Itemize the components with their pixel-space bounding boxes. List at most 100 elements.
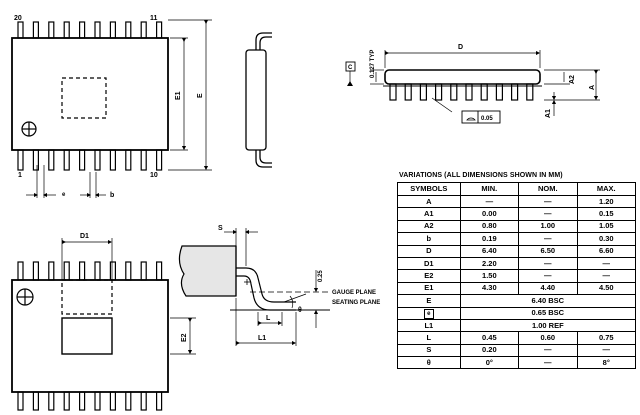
lead — [156, 261, 163, 281]
lead — [109, 391, 117, 411]
min-cell: 1.50 — [459, 269, 520, 283]
max-cell: — — [576, 269, 637, 283]
datum-box — [345, 61, 356, 72]
dim-pitch-label: e — [62, 192, 66, 198]
lead — [63, 21, 70, 39]
pin-1-label: 1 — [18, 172, 22, 179]
nom-cell: — — [518, 269, 578, 283]
dim-a-label: A — [589, 85, 596, 90]
max-cell: 6.60 — [576, 244, 637, 258]
lead — [63, 391, 70, 411]
lead — [140, 149, 147, 171]
top-view-upper-leads — [17, 21, 163, 39]
lead — [125, 391, 132, 411]
symbol-cell: A — [397, 194, 461, 209]
symbol-cell: b — [397, 232, 461, 246]
min-cell: 2.20 — [459, 256, 520, 271]
lead — [48, 21, 55, 39]
nom-cell: 4.40 — [518, 281, 578, 296]
symbol-cell: e — [397, 306, 461, 320]
symbol-cell: A1 — [397, 207, 461, 221]
dim-e-label: E — [197, 93, 204, 98]
dim-s-label: S — [218, 225, 223, 232]
lead — [156, 21, 163, 39]
front-view-body — [384, 69, 541, 85]
top-view — [11, 19, 212, 198]
nom-cell: — — [518, 194, 578, 209]
lead — [156, 149, 163, 171]
top-view-body — [11, 37, 169, 151]
max-cell: 0.75 — [576, 331, 637, 345]
exposed-pad-lower — [61, 317, 113, 355]
header-nom: NOM. — [518, 182, 578, 196]
lead — [63, 149, 70, 171]
lead — [125, 149, 132, 171]
bottom-view-body — [11, 279, 169, 393]
lead — [140, 391, 147, 411]
dim-a2-label: A2 — [569, 75, 576, 84]
coplanarity-value: 0.05 — [481, 116, 493, 122]
header-symbols: SYMBOLS — [397, 182, 461, 196]
symbol-cell: L1 — [397, 318, 461, 333]
boxed-symbol: e — [423, 308, 434, 319]
symbol-cell: θ — [397, 356, 461, 370]
dim-e1-label: E1 — [175, 91, 182, 100]
lead — [32, 261, 40, 281]
max-cell: 0.30 — [576, 232, 637, 246]
top-view-exposed-pad — [61, 77, 107, 119]
table-row: A——1.20 — [397, 194, 637, 209]
coplanarity-box — [461, 110, 501, 124]
lead — [156, 391, 163, 411]
header-max: MAX. — [576, 182, 637, 196]
min-cell: 4.30 — [459, 281, 520, 296]
typ-label: 0.127 TYP — [370, 50, 376, 78]
table-header-row: SYMBOLS MIN. NOM. MAX. — [397, 182, 637, 196]
bottom-view-upper-leads — [17, 261, 163, 281]
dim-e2-label: E2 — [181, 333, 188, 342]
lead — [78, 21, 86, 39]
min-cell: 0.19 — [459, 232, 520, 246]
lead — [78, 391, 86, 411]
nom-cell: — — [518, 232, 578, 246]
lead — [17, 391, 24, 411]
gauge-dim-label: 0.25 — [318, 270, 324, 282]
pin-10-label: 10 — [150, 172, 158, 179]
min-cell: 0.80 — [459, 219, 520, 234]
lead — [17, 21, 24, 39]
max-cell: 0.15 — [576, 207, 637, 221]
lead — [17, 261, 24, 281]
bottom-view-lower-leads — [17, 391, 163, 411]
gauge-plane-label: GAUGE PLANE — [332, 290, 376, 296]
lead — [140, 21, 147, 39]
side-view — [245, 32, 272, 168]
symbol-cell: E2 — [397, 269, 461, 283]
dim-d1-label: D1 — [80, 233, 89, 240]
max-cell: 1.20 — [576, 194, 637, 209]
symbol-cell: E1 — [397, 281, 461, 296]
symbol-cell: L — [397, 331, 461, 345]
lead — [17, 149, 24, 171]
pin-11-label: 11 — [150, 15, 158, 22]
bsc-value-cell: 6.40 BSC — [459, 294, 637, 308]
symbol-cell: D1 — [397, 256, 461, 271]
lead — [94, 21, 101, 39]
min-cell: 6.40 — [459, 244, 520, 258]
lead — [125, 21, 132, 39]
theta-label: θ — [298, 307, 302, 314]
top-view-lower-leads — [17, 149, 163, 171]
lead — [32, 149, 40, 171]
nom-cell: 0.60 — [518, 331, 578, 345]
lead — [32, 391, 40, 411]
lead — [109, 261, 117, 281]
lead — [32, 21, 40, 39]
min-cell: 0.00 — [459, 207, 520, 221]
symbol-cell: D — [397, 244, 461, 258]
